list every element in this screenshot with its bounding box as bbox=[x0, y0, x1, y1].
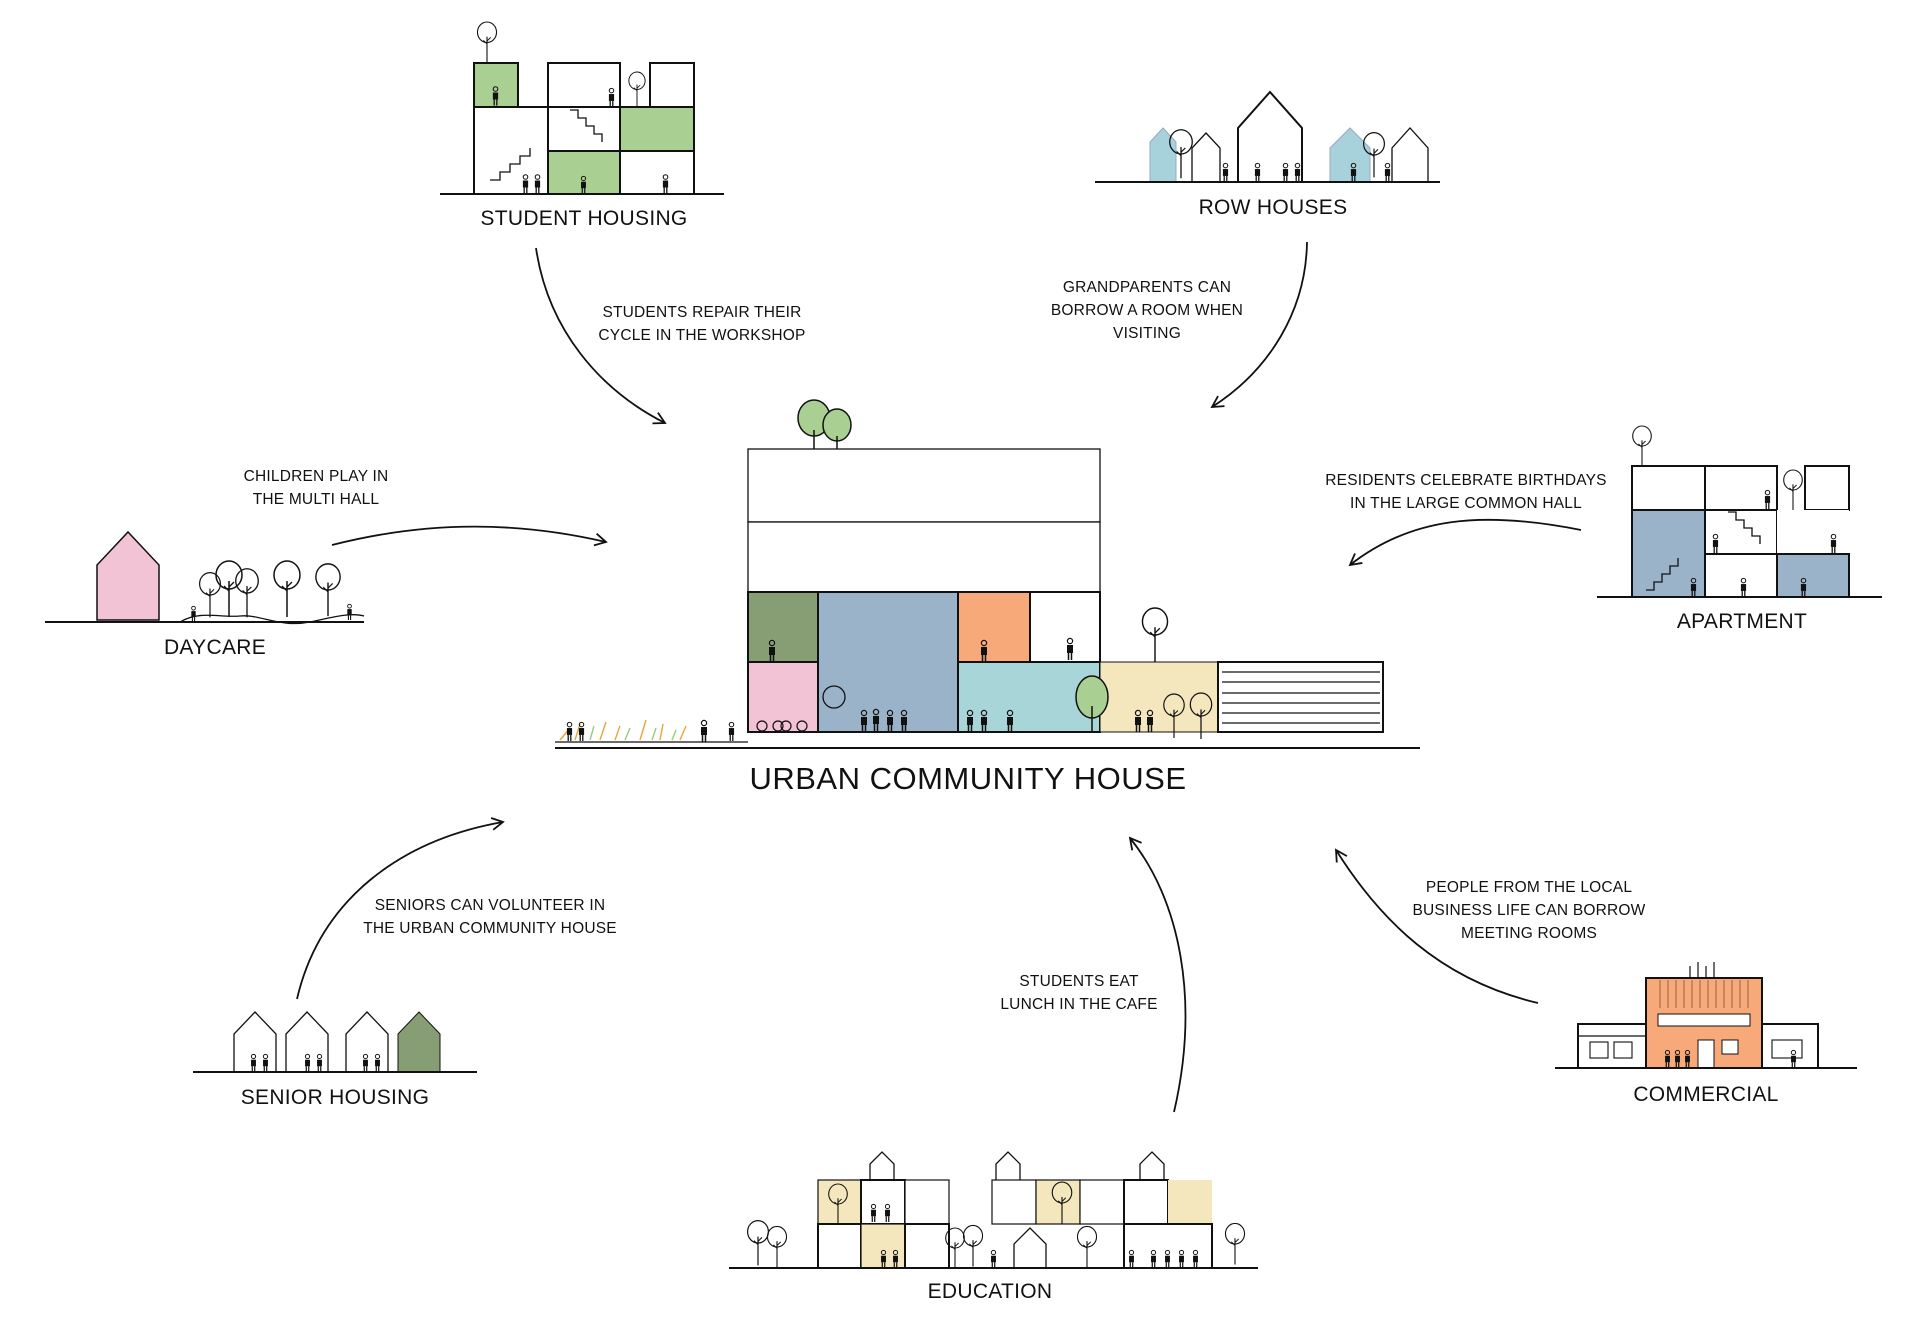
daycare-building bbox=[45, 530, 365, 625]
note-line: STUDENTS REPAIR THEIR bbox=[602, 304, 801, 321]
note-line: SENIORS CAN VOLUNTEER IN bbox=[375, 897, 605, 914]
note-senior-housing: SENIORS CAN VOLUNTEER IN THE URBAN COMMU… bbox=[363, 897, 617, 937]
note-apartment: RESIDENTS CELEBRATE BIRTHDAYS IN THE LAR… bbox=[1325, 472, 1606, 512]
education-building bbox=[729, 1151, 1258, 1269]
arrow-student-housing bbox=[535, 247, 667, 425]
note-row-houses: GRANDPARENTS CAN BORROW A ROOM WHEN VISI… bbox=[1051, 279, 1243, 342]
urban-community-house-building bbox=[555, 399, 1420, 749]
note-line: THE MULTI HALL bbox=[253, 491, 380, 508]
note-line: LUNCH IN THE CAFE bbox=[1000, 996, 1157, 1013]
note-line: BORROW A ROOM WHEN bbox=[1051, 302, 1243, 319]
daycare-label: DAYCARE bbox=[164, 636, 266, 659]
senior-housing-label: SENIOR HOUSING bbox=[241, 1086, 430, 1109]
senior-housing-building bbox=[193, 1011, 477, 1073]
note-student-housing: STUDENTS REPAIR THEIR CYCLE IN THE WORKS… bbox=[598, 304, 805, 344]
arrow-senior-housing bbox=[296, 817, 505, 1000]
note-line: PEOPLE FROM THE LOCAL bbox=[1426, 879, 1633, 896]
note-line: VISITING bbox=[1113, 325, 1181, 342]
arrow-apartment bbox=[1348, 518, 1582, 567]
main-title: URBAN COMMUNITY HOUSE bbox=[749, 761, 1186, 796]
note-line: BUSINESS LIFE CAN BORROW bbox=[1412, 902, 1645, 919]
note-line: RESIDENTS CELEBRATE BIRTHDAYS bbox=[1325, 472, 1606, 489]
arrow-daycare bbox=[331, 525, 608, 547]
note-line: IN THE LARGE COMMON HALL bbox=[1350, 495, 1582, 512]
arrow-education bbox=[1128, 836, 1187, 1113]
student-housing-label: STUDENT HOUSING bbox=[480, 207, 687, 230]
note-line: STUDENTS EAT bbox=[1019, 973, 1139, 990]
arrow-row-houses bbox=[1210, 241, 1308, 409]
education-label: EDUCATION bbox=[928, 1280, 1053, 1303]
note-line: CYCLE IN THE WORKSHOP bbox=[598, 327, 805, 344]
note-daycare: CHILDREN PLAY IN THE MULTI HALL bbox=[244, 468, 389, 508]
note-commercial: PEOPLE FROM THE LOCAL BUSINESS LIFE CAN … bbox=[1412, 879, 1645, 942]
arrow-commercial bbox=[1334, 848, 1539, 1004]
note-line: CHILDREN PLAY IN bbox=[244, 468, 389, 485]
commercial-building bbox=[1555, 962, 1857, 1069]
note-line: THE URBAN COMMUNITY HOUSE bbox=[363, 920, 617, 937]
note-line: GRANDPARENTS CAN bbox=[1063, 279, 1231, 296]
commercial-label: COMMERCIAL bbox=[1633, 1083, 1778, 1106]
note-line: MEETING ROOMS bbox=[1461, 925, 1597, 942]
row-houses-label: ROW HOUSES bbox=[1199, 196, 1348, 219]
row-houses-building bbox=[1095, 90, 1440, 183]
apartment-label: APARTMENT bbox=[1677, 610, 1807, 633]
student-housing-building bbox=[440, 21, 724, 195]
apartment-building bbox=[1597, 425, 1882, 598]
note-education: STUDENTS EAT LUNCH IN THE CAFE bbox=[1000, 973, 1157, 1013]
